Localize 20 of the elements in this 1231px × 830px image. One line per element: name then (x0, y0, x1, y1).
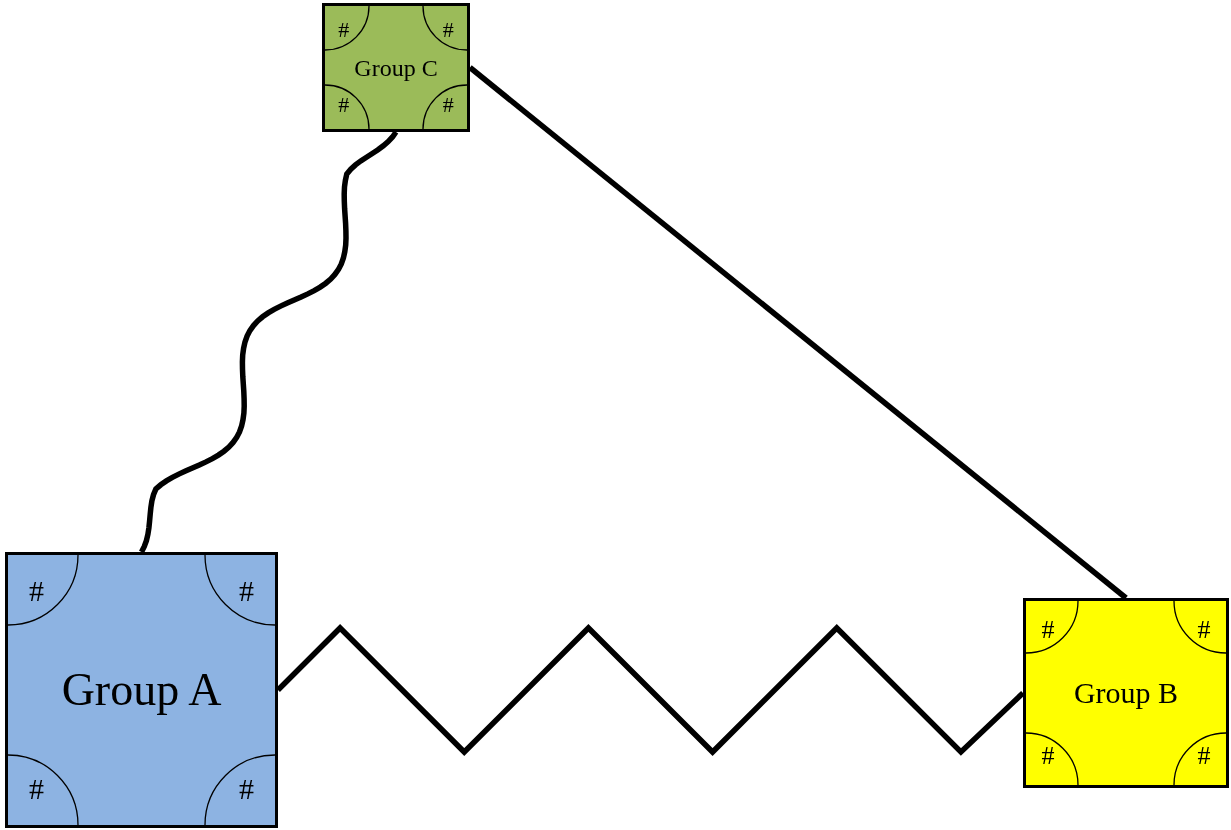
group-box (322, 3, 470, 132)
corner-mark: # (442, 93, 454, 116)
corner-mark: # (338, 19, 350, 42)
corner-mark: # (338, 93, 350, 116)
corner-mark: # (239, 576, 254, 606)
corner-mark: # (29, 576, 44, 606)
corner-mark: # (1041, 743, 1055, 770)
corner-mark: # (1197, 743, 1211, 770)
group-box (1023, 598, 1229, 788)
corner-mark: # (1041, 616, 1055, 643)
group-box (5, 552, 278, 828)
group-label: Group B (1073, 678, 1179, 708)
group-label: Group C (354, 55, 438, 80)
connector-line (139, 130, 399, 554)
corner-mark: # (29, 774, 44, 804)
connector-line (276, 624, 1025, 756)
corner-mark: # (1197, 616, 1211, 643)
corner-mark: # (442, 19, 454, 42)
group-label: Group A (61, 667, 222, 713)
corner-mark: # (239, 774, 254, 804)
